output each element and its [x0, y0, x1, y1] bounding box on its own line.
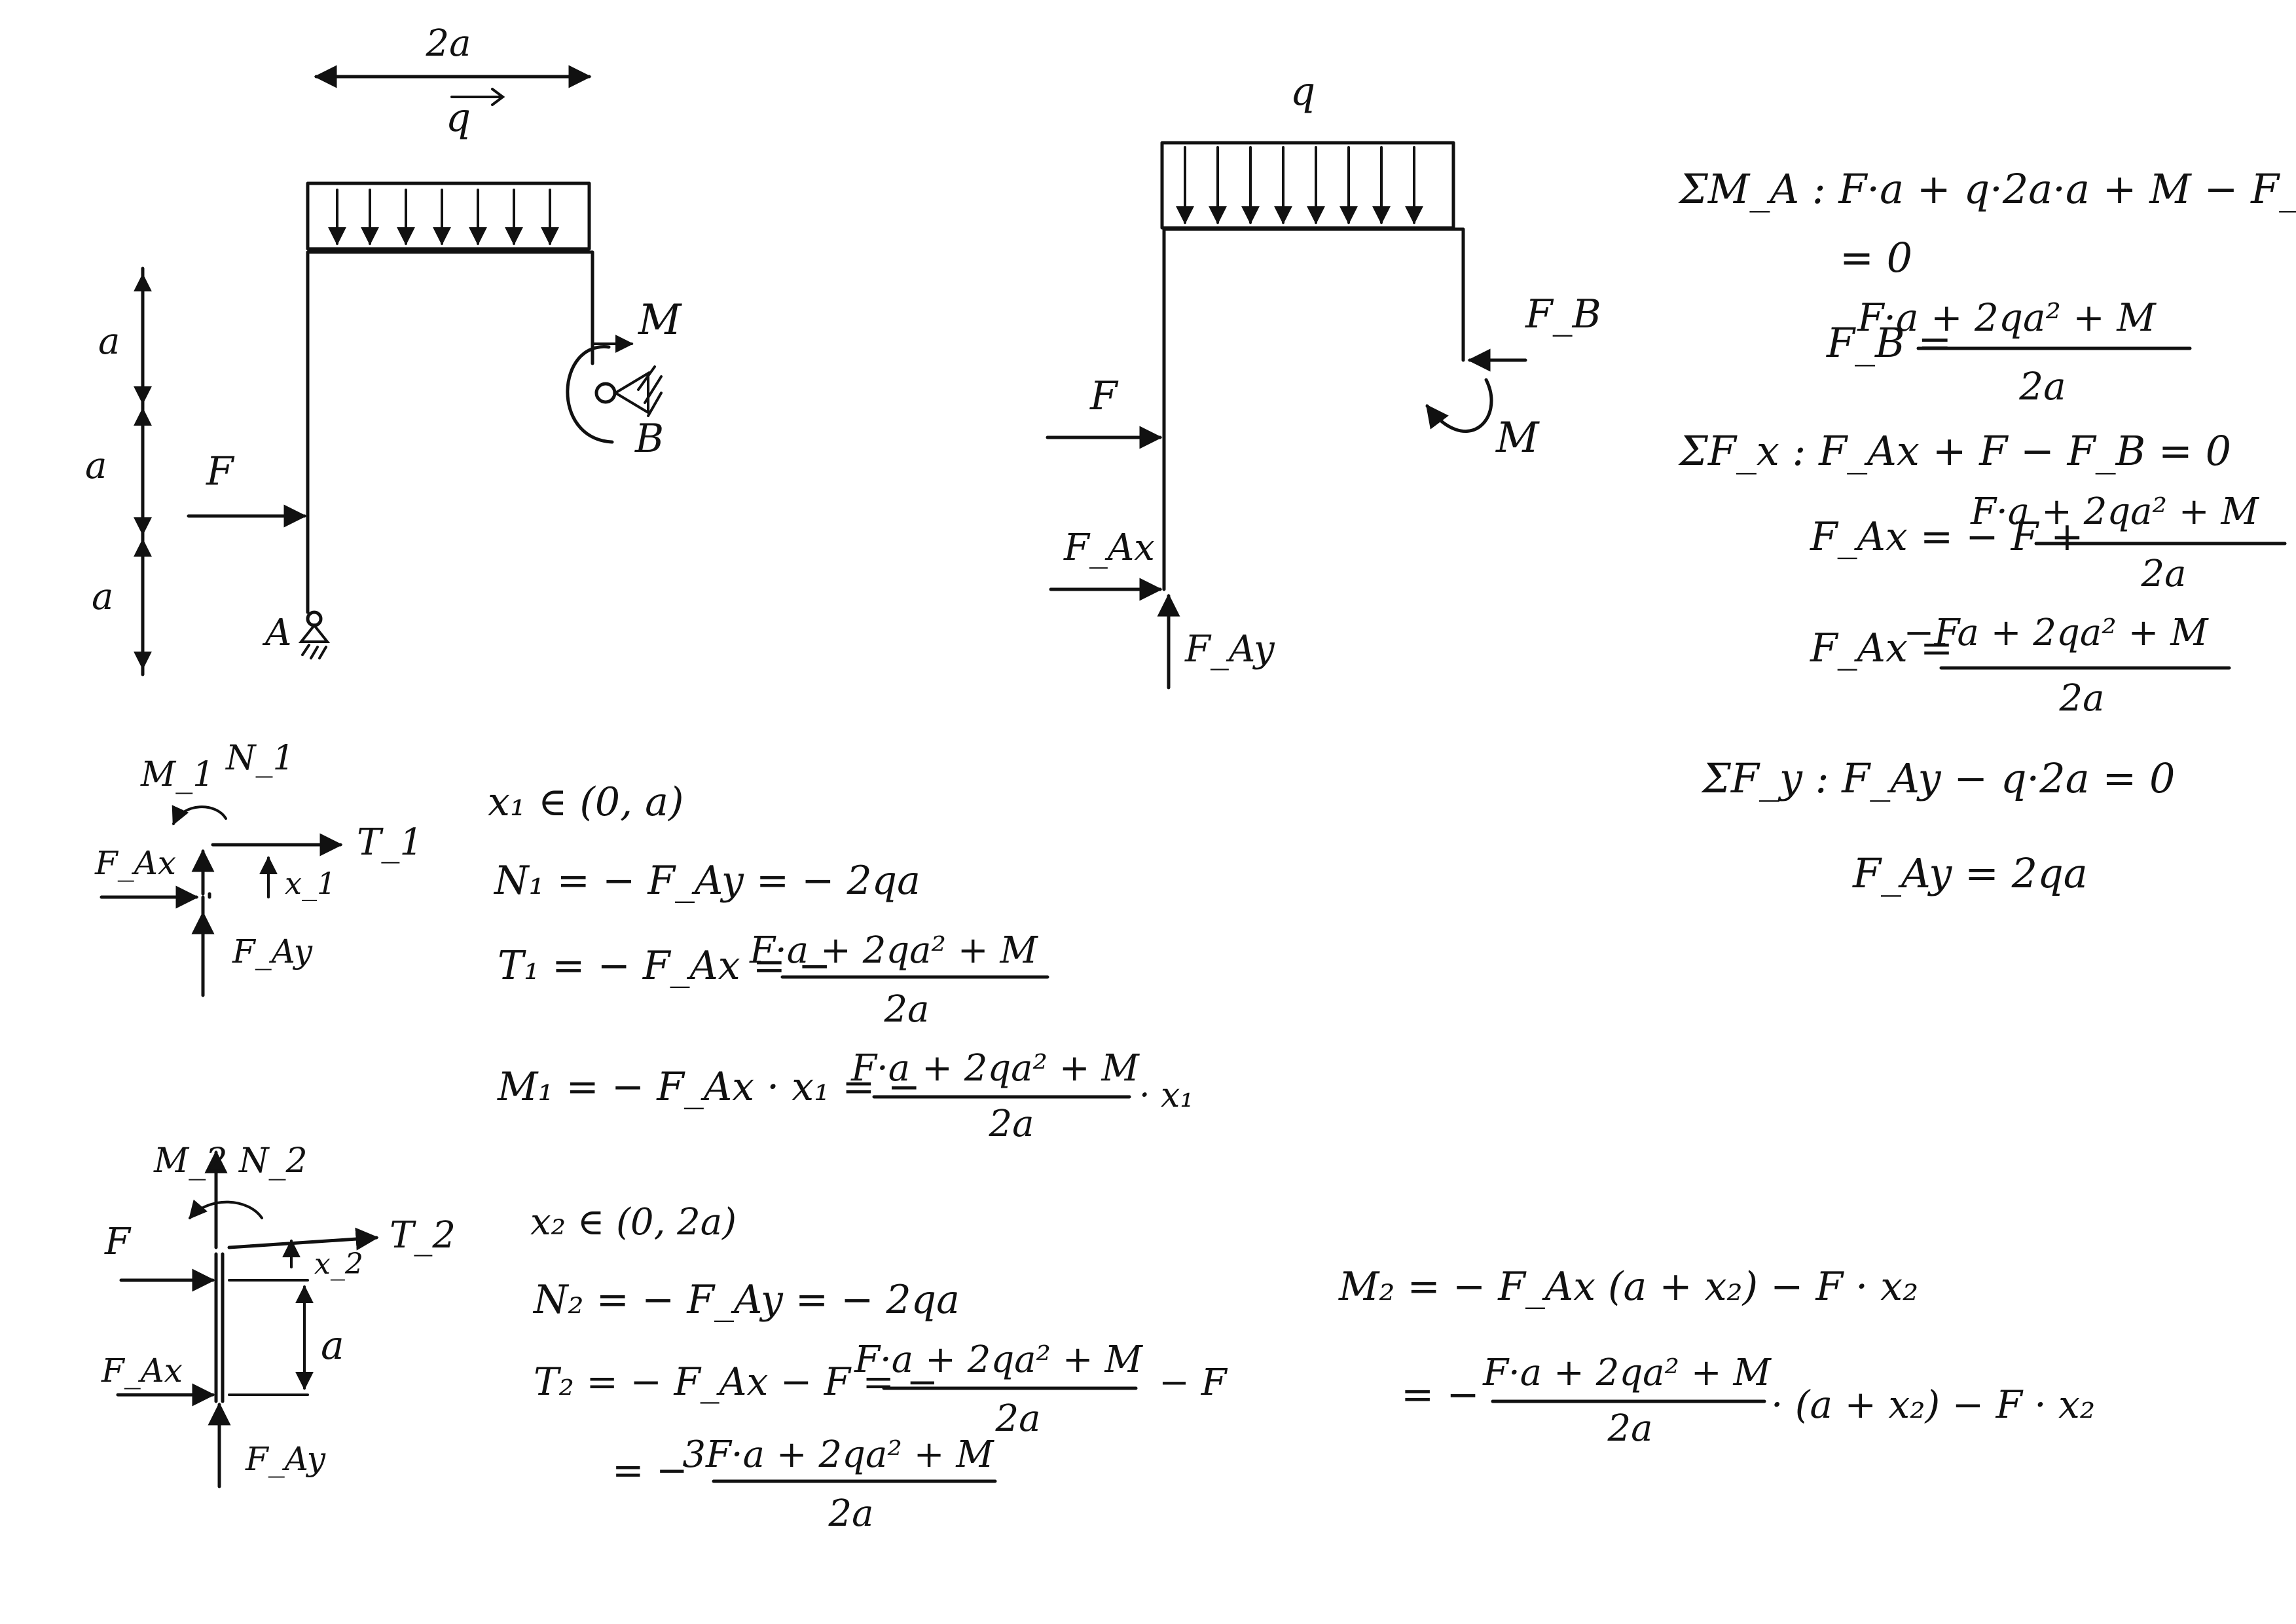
eq-m1-lhs: M₁ = − F_Ax · x₁ = −: [497, 1064, 920, 1110]
dimension-a-mid-label: a: [85, 445, 107, 487]
eq-fax-step2-denominator: 2a: [2058, 677, 2104, 720]
dimension-a-bottom-label: a: [92, 576, 113, 618]
force-fay-label: F_Ay: [232, 932, 313, 970]
force-f-label: F: [206, 449, 235, 494]
force-fay-label: F_Ay: [245, 1440, 326, 1478]
frame-figure-supports: 2a q M B A F a: [85, 22, 682, 676]
section-2-equations: x₂ ∈ (0, 2a) N₂ = − F_Ay = − 2qa T₂ = − …: [530, 1201, 2095, 1535]
support-b-pin: [594, 382, 617, 404]
normal-force-n2-label: N_2: [238, 1141, 308, 1181]
force-f-label: F: [1089, 373, 1119, 419]
equilibrium-equations: ΣM_A : F·a + q·2a·a + M − F_B·2a = 0 F_B…: [1678, 165, 2296, 897]
eq-n1: N₁ = − F_Ay = − 2qa: [493, 858, 920, 904]
eq-sum-fx: ΣF_x : F_Ax + F − F_B = 0: [1678, 427, 2231, 475]
frame-members: [306, 250, 594, 614]
eq-n2: N₂ = − F_Ay = − 2qa: [532, 1277, 960, 1323]
eq-fb-denominator: 2a: [2018, 364, 2066, 409]
section-2-diagram: N_2 M_2 T_2 F F_Ax F_Ay x_2 a: [101, 1141, 456, 1488]
eq-sum-moments-a: ΣM_A : F·a + q·2a·a + M − F_B·2a: [1678, 165, 2296, 213]
free-body-diagram: q F_B M F F_Ax F_Ay: [1046, 69, 1601, 690]
force-fax-label: F_Ax: [101, 1352, 183, 1390]
moment-m1-label: M_1: [140, 755, 214, 794]
support-a-label: A: [262, 612, 291, 654]
eq-m2: M₂ = − F_Ax (a + x₂) − F · x₂: [1338, 1264, 1918, 1310]
eq-m2-step2-lhs: = −: [1401, 1372, 1480, 1418]
eq-fay: F_Ay = 2qa: [1852, 849, 2088, 897]
eq-t2-tail: − F: [1159, 1361, 1228, 1404]
eq-fax-step2-lhs: F_Ax =: [1810, 625, 1953, 671]
moment-m-label: M: [638, 296, 682, 344]
moment-m2-label: M_2: [153, 1141, 227, 1181]
eq-m2-step2-tail: · (a + x₂) − F · x₂: [1771, 1382, 2095, 1427]
eq-t2-lhs: T₂ = − F_Ax − F = −: [534, 1359, 938, 1404]
load-q-label: q: [1290, 69, 1315, 115]
eq-t1-lhs: T₁ = − F_Ax = −: [498, 943, 831, 989]
force-fay-label: F_Ay: [1184, 628, 1275, 671]
eq-t1-numerator: F·a + 2qa² + M: [749, 929, 1038, 972]
dimension-a-top-label: a: [98, 320, 120, 363]
vector-arrow-icon: [450, 88, 505, 106]
eq-m1-denominator: 2a: [988, 1103, 1034, 1145]
dimension-a-label: a: [321, 1323, 344, 1369]
eq-fax-step1-numerator: F·a + 2qa² + M: [1970, 490, 2259, 533]
eq-m2-step2-numerator: F·a + 2qa² + M: [1482, 1352, 1772, 1394]
coordinate-x2-label: x_2: [314, 1247, 363, 1281]
eq-m2-step2-denominator: 2a: [1607, 1407, 1652, 1450]
normal-force-n1-label: N_1: [225, 739, 295, 778]
load-q-label: q: [446, 95, 471, 141]
distributed-load-block: [1160, 141, 1455, 230]
eq-t2-step2-numerator: 3F·a + 2qa² + M: [682, 1433, 994, 1476]
moment-m1-arc-icon: [172, 805, 227, 826]
eq-t2-numerator: F·a + 2qa² + M: [854, 1338, 1143, 1381]
section-1-equations: x₁ ∈ (0, a) N₁ = − F_Ay = − 2qa T₁ = − F…: [488, 779, 1194, 1145]
moment-m-arc-icon: [1425, 378, 1493, 433]
force-fax-label: F_Ax: [1063, 526, 1155, 569]
force-fax-label: F_Ax: [94, 844, 176, 882]
section-1-diagram: N_1 M_1 T_1 F_Ax F_Ay x_1: [94, 739, 423, 997]
support-a-icon: [298, 623, 331, 659]
eq-t1-denominator: 2a: [883, 988, 929, 1031]
shear-force-t2-label: T_2: [390, 1214, 456, 1257]
frame-members: [1162, 227, 1465, 591]
eq-fb-numerator: F·a + 2qa² + M: [1857, 295, 2157, 340]
domain-x2: x₂ ∈ (0, 2a): [530, 1201, 737, 1244]
eq-m1-numerator: F·a + 2qa² + M: [850, 1047, 1140, 1090]
eq-m1-tail: · x₁: [1139, 1076, 1194, 1115]
shear-force-t2-arrow: [227, 1227, 379, 1251]
moment-m-label: M: [1495, 414, 1540, 462]
force-f-label: F: [104, 1221, 132, 1263]
distributed-load-arrows: [1176, 146, 1423, 225]
moment-m2-arc-icon: [189, 1199, 263, 1220]
support-b-icon: [613, 365, 663, 417]
coordinate-x1-label: x_1: [285, 866, 336, 901]
eq-t2-denominator: 2a: [994, 1397, 1040, 1440]
distributed-load-arrows: [328, 189, 559, 246]
eq-t2-step2-denominator: 2a: [828, 1492, 873, 1535]
eq-sum-fy: ΣF_y : F_Ay − q·2a = 0: [1701, 754, 2175, 802]
eq-fax-step1-lhs: F_Ax = − F +: [1810, 514, 2084, 560]
moment-m-arc-icon: [566, 345, 614, 444]
eq-fax-step1-denominator: 2a: [2140, 553, 2186, 595]
eq-sum-moments-zero: = 0: [1840, 234, 1912, 282]
eq-t2-step2-lhs: = −: [612, 1448, 688, 1492]
support-b-label: B: [634, 416, 664, 462]
distributed-load-block: [306, 181, 591, 251]
domain-x1: x₁ ∈ (0, a): [488, 779, 683, 825]
eq-fb-lhs: F_B =: [1826, 319, 1952, 367]
dimension-2a-label: 2a: [425, 22, 471, 65]
force-fb-label: F_B: [1525, 291, 1601, 337]
eq-fax-step2-numerator: −Fa + 2qa² + M: [1903, 612, 2209, 654]
shear-force-t1-label: T_1: [357, 821, 423, 864]
